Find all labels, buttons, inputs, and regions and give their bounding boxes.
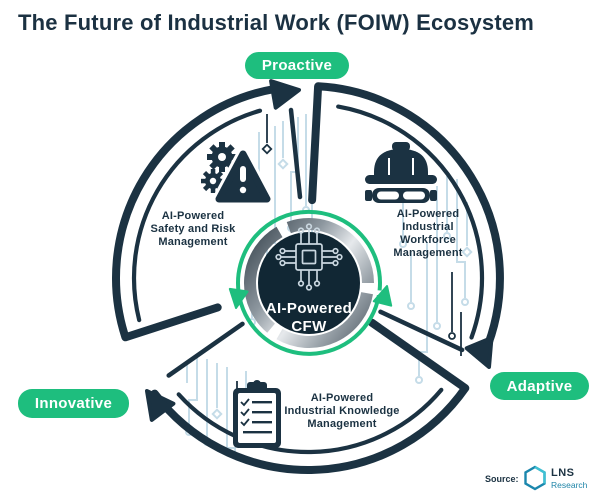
source-label: Source: <box>485 474 519 484</box>
segment-label-line: AI-Powered <box>310 392 374 404</box>
lns-research-logo-icon <box>524 465 546 491</box>
badge-innovative: Innovative <box>18 389 129 418</box>
source-brand-subname: Research <box>551 480 588 490</box>
green-arrow-right-icon <box>372 285 393 307</box>
badge-adaptive: Adaptive <box>490 372 589 400</box>
segment-label-line: Industrial Knowledge <box>284 405 400 417</box>
cycle-arrow-top-icon <box>269 79 301 110</box>
hub-label: AI-Powered CFW <box>239 300 379 336</box>
segment-label-line: Management <box>158 236 228 248</box>
segment-label-line: Management <box>393 247 463 259</box>
segment-label-line: Management <box>307 418 377 430</box>
hub-green-ring <box>228 209 393 356</box>
segment-outline-knowledge <box>176 387 444 455</box>
segment-label-line: Workforce <box>400 234 456 246</box>
outer-arc-workforce <box>308 82 504 357</box>
hub-gray-ring <box>244 218 374 348</box>
segment-outline-workforce <box>336 104 485 340</box>
source-brand-name: LNS <box>551 467 575 479</box>
hub-label-line: AI-Powered <box>265 300 353 317</box>
segment-label-line: Industrial <box>402 221 454 233</box>
segment-label-workforce: AI-Powered Industrial Workforce Manageme… <box>348 208 508 260</box>
gap-edge-top <box>288 107 303 200</box>
clipboard-checklist-icon <box>233 380 281 448</box>
segment-label-knowledge: AI-Powered Industrial Knowledge Manageme… <box>247 392 437 431</box>
segment-outline-safety <box>131 108 263 323</box>
gap-edge-right <box>378 309 465 353</box>
segment-label-line: AI-Powered <box>396 208 460 220</box>
outer-arc-knowledge <box>150 318 470 474</box>
cycle-arrow-right-icon <box>464 336 494 369</box>
badge-proactive: Proactive <box>245 52 349 79</box>
segment-label-line: AI-Powered <box>161 210 225 222</box>
hard-hat-icon <box>365 142 437 203</box>
circuit-traces-workforce-segment <box>399 176 473 384</box>
gears-warning-icon <box>201 142 274 206</box>
green-arrow-left-icon <box>228 287 249 309</box>
cycle-arrow-left-icon <box>145 389 176 422</box>
hub-label-line: CFW <box>291 318 327 335</box>
chip-icon <box>275 223 343 291</box>
warning-triangle-icon <box>212 147 274 206</box>
gear-large-icon <box>207 142 237 172</box>
gear-small-icon <box>201 169 225 193</box>
page-title: The Future of Industrial Work (FOIW) Eco… <box>18 10 535 35</box>
outer-arc-safety <box>112 84 279 342</box>
segment-label-line: Safety and Risk <box>150 223 236 235</box>
gap-edge-left <box>166 321 245 378</box>
segment-label-safety: AI-Powered Safety and Risk Management <box>113 210 273 249</box>
